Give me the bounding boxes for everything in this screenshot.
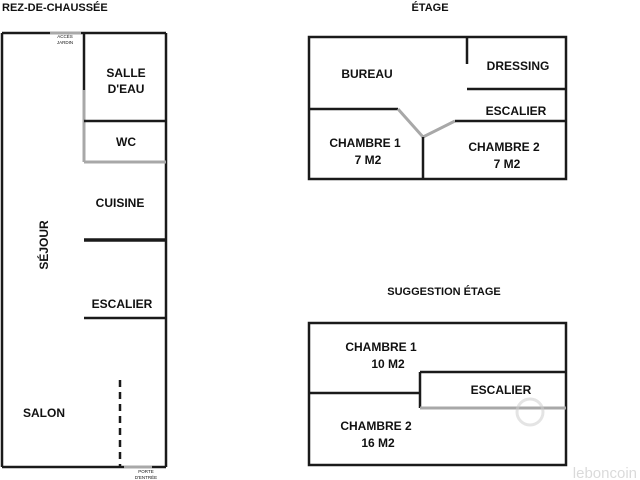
wc-label: WC [116, 135, 136, 149]
upper-chambre2-name: CHAMBRE 2 [468, 140, 540, 154]
salle-eau-label-line2: D'EAU [108, 82, 145, 96]
ground-floor-plan: REZ-DE-CHAUSSÉE ACCÈS JARDIN SALLE D'EAU… [0, 1, 168, 480]
landing-grey-left [396, 108, 425, 138]
upper-chambre1-name: CHAMBRE 1 [329, 136, 401, 150]
suggested-chambre2-area: 16 M2 [361, 436, 395, 450]
suggested-floor-plan: SUGGESTION ÉTAGE CHAMBRE 1 10 M2 ESCALIE… [307, 285, 568, 467]
garden-access-label-line1: ACCÈS [57, 33, 73, 39]
bureau-label: BUREAU [341, 67, 392, 81]
cuisine-label: CUISINE [96, 196, 145, 210]
upper-escalier-label: ESCALIER [486, 104, 547, 118]
upper-floor-plan: ÉTAGE BUREAU DRESSING ESCALIER CHAMBRE 1… [307, 1, 568, 181]
entrance-door-label-line1: PORTE [138, 469, 153, 474]
suggested-escalier-label: ESCALIER [471, 383, 532, 397]
ground-escalier-label: ESCALIER [92, 297, 153, 311]
suggested-floor-title: SUGGESTION ÉTAGE [387, 285, 500, 298]
garden-access-label-line2: JARDIN [57, 40, 73, 45]
upper-chambre1-area: 7 M2 [355, 153, 382, 167]
salon-label: SALON [23, 406, 65, 420]
suggested-chambre1-area: 10 M2 [371, 357, 405, 371]
watermark-logo-ring [515, 397, 545, 427]
sejour-label: SÉJOUR [36, 220, 51, 270]
dressing-label: DRESSING [487, 59, 550, 73]
suggested-chambre1-name: CHAMBRE 1 [345, 340, 417, 354]
leboncoin-watermark: leboncoin [515, 397, 637, 480]
upper-floor-title: ÉTAGE [411, 1, 448, 14]
salle-eau-label-line1: SALLE [106, 66, 145, 80]
entrance-door-label-line2: D'ENTRÉE [135, 474, 157, 480]
watermark-text: leboncoin [573, 465, 637, 480]
landing-grey-right [422, 119, 456, 139]
ground-floor-title: REZ-DE-CHAUSSÉE [2, 1, 108, 14]
upper-chambre2-area: 7 M2 [494, 157, 521, 171]
suggested-chambre2-name: CHAMBRE 2 [340, 419, 412, 433]
